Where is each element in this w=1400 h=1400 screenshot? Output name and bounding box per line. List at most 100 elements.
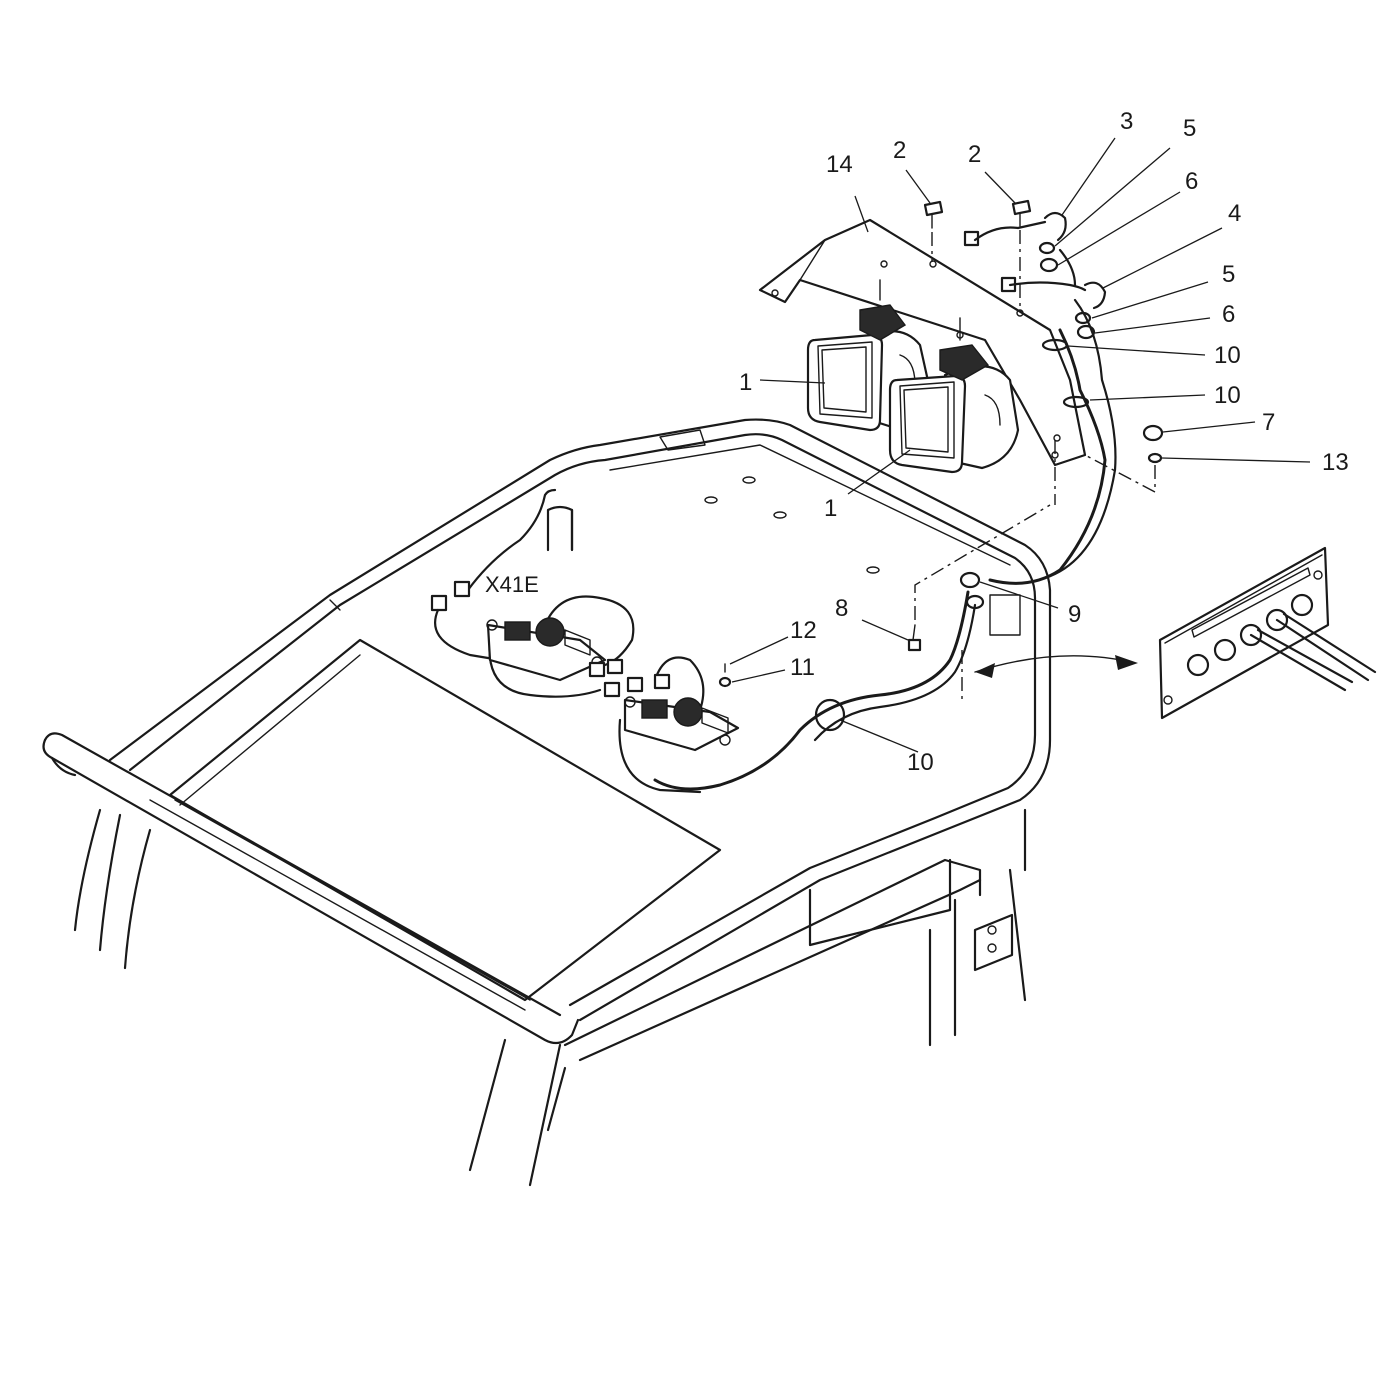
module-1-plug-b [606,658,624,675]
front-bar-end [50,756,77,777]
bracket-hole-3 [929,260,937,268]
pillar-front-right-1 [468,1038,507,1172]
lamp-2-mount [939,344,990,381]
wire-loop-2 [488,638,602,698]
callout-2a: 2 [893,137,906,164]
callouts: 14 2 2 3 5 6 4 5 6 10 10 7 13 1 1 8 9 12… [485,108,1349,776]
wire-x41e [466,488,557,592]
leader-12 [729,636,789,665]
wiring-harness [430,220,1117,794]
callout-6a: 6 [1185,168,1198,195]
roof-notch [659,429,706,451]
callout-11: 11 [790,654,815,681]
callout-1a: 1 [739,369,752,396]
nut-7 [1142,424,1164,442]
callout-5a: 5 [1183,115,1196,142]
leader-10c [839,719,919,753]
module-1-coil [535,617,565,647]
callout-12: 12 [790,617,817,644]
detail-arrow-line [974,655,1136,673]
screw-8-head [907,638,922,652]
bolt-2b-head [1011,199,1032,216]
leader-14 [854,195,869,233]
pillar-front-left-2 [98,813,122,952]
side-cutout [989,594,1021,636]
screw-8-axis [914,504,1051,620]
sunroof-inner [179,654,361,806]
roof-panel-back [609,444,1011,566]
callout-8: 8 [835,595,848,622]
module-1-hole-a [486,619,498,631]
roof-rim-inner [128,433,1037,1007]
leader-11 [731,669,786,683]
leader-10b [1089,394,1206,401]
hinge-hole-1 [987,925,997,935]
leader-10a [1067,345,1206,356]
grommet-hole-1 [1186,653,1210,677]
lamp-1-lens-rim [817,341,873,419]
wire-loop-1 [543,595,635,667]
pillar-front-left-1 [73,808,102,932]
cable-through-3 [1249,628,1354,692]
callout-4: 4 [1228,200,1241,227]
harness-lower [653,590,970,791]
wire-loop-3 [653,656,705,712]
lamp-2-lens-rim [899,381,955,459]
roof-hole-2 [742,476,756,484]
wire-loop-4 [618,718,702,794]
callout-5b: 5 [1222,261,1235,288]
door-hinge [973,913,1014,972]
module-2-hole-b [719,734,731,746]
lamp-1-mount [859,304,907,341]
callout-9: 9 [1068,601,1081,628]
sunroof [168,638,722,1002]
plate-screw-a [1163,695,1173,705]
callout-14: 14 [826,151,853,178]
front-seam-2 [174,799,531,1001]
clip-10b [1062,395,1090,409]
pillar-front-left-3 [123,828,152,970]
leader-5b [1091,281,1209,319]
bracket-hole-6 [1053,434,1061,442]
hinge-hole-2 [987,943,997,953]
front-bar-upper [43,732,562,1017]
pillar-rear-3 [1008,868,1027,1002]
roof-mark [329,599,341,611]
leader-6b [1094,317,1211,334]
side-step [563,858,982,1047]
wire-stub-top [547,505,574,550]
module-2-plug-a [603,681,621,698]
front-bar-lower [42,738,580,1045]
leader-2a [905,169,931,204]
front-seam [149,799,526,1011]
pillar-front-right-3 [546,1066,567,1132]
wire-stub [546,508,574,552]
lamp-1-lens [821,346,867,413]
bolt-2a-head [923,200,944,217]
work-lamp-2 [888,317,1020,474]
callout-1b: 1 [824,495,837,522]
screw-8-shank [912,624,916,641]
harness-link [1058,248,1077,287]
harness-lamp-1 [1008,281,1087,292]
callout-13: 13 [1322,449,1349,476]
roof-rim-outer [108,418,1052,1022]
grommet-slot [1191,567,1311,638]
leader-13 [1161,457,1311,463]
module-2-relay [641,699,668,719]
nut-6a [1039,257,1059,273]
bracket-plate [758,218,1087,467]
lamp-2-rear-rib [984,394,1001,426]
leader-8 [861,619,909,641]
cable-through-4 [1275,612,1377,682]
connector-x41e-a [453,580,471,598]
washer-13 [1147,452,1163,464]
leader-3 [1061,137,1116,216]
module-2-coil [673,697,703,727]
callout-7: 7 [1262,409,1275,436]
module-2-plug-b [626,676,644,693]
control-module-1 [486,617,624,682]
clamp-3 [1043,211,1067,242]
washer-11 [718,676,732,688]
